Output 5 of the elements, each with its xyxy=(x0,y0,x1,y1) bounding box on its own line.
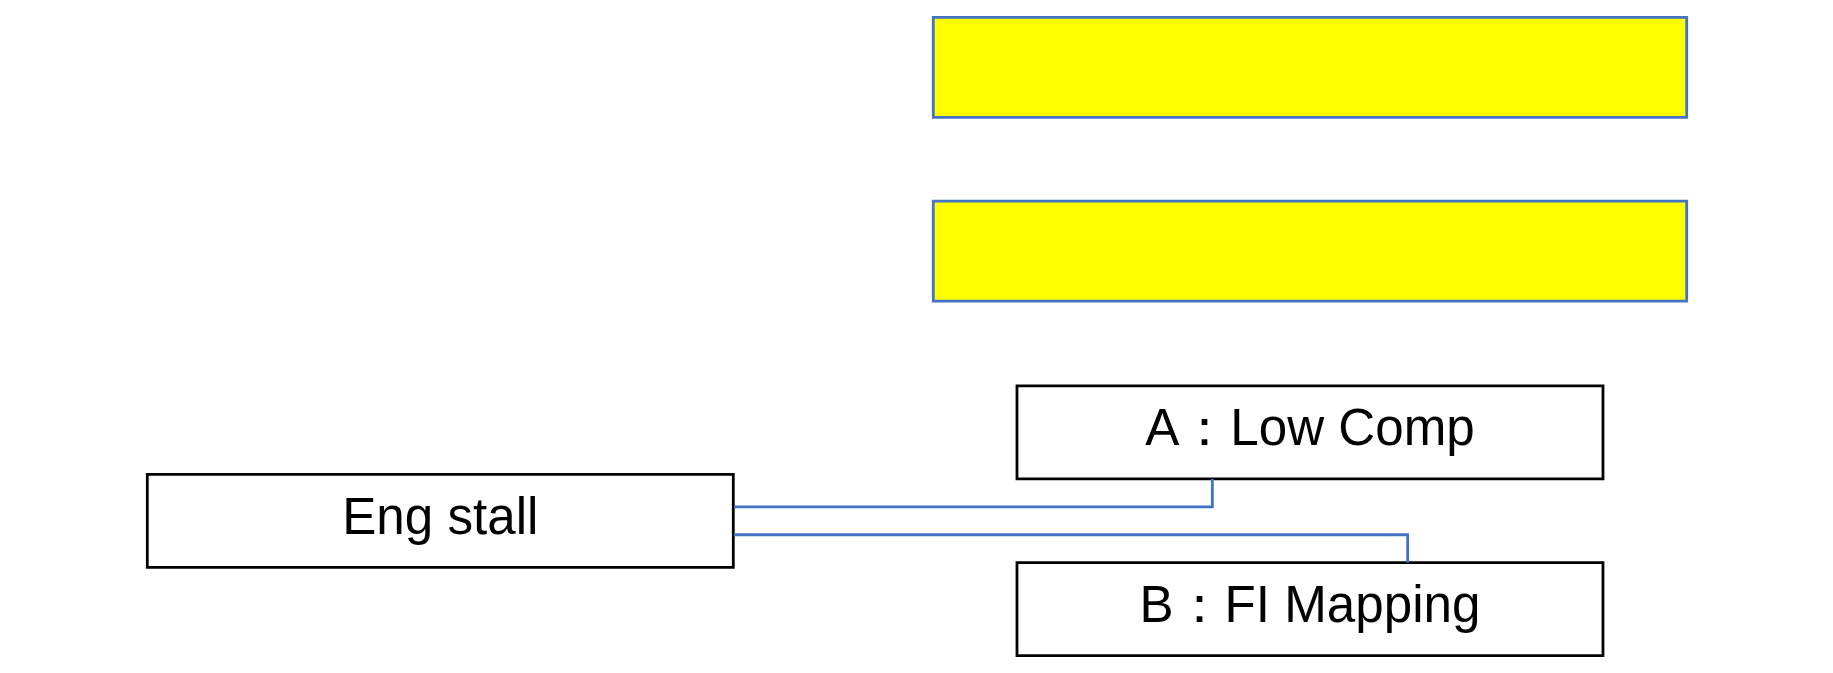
node-box: Eng stall xyxy=(145,472,735,569)
node-box: B：FI Mapping xyxy=(1015,561,1604,658)
node-box: A：Low Comp xyxy=(1015,384,1604,481)
node-box xyxy=(931,15,1688,119)
node-box xyxy=(931,199,1688,303)
